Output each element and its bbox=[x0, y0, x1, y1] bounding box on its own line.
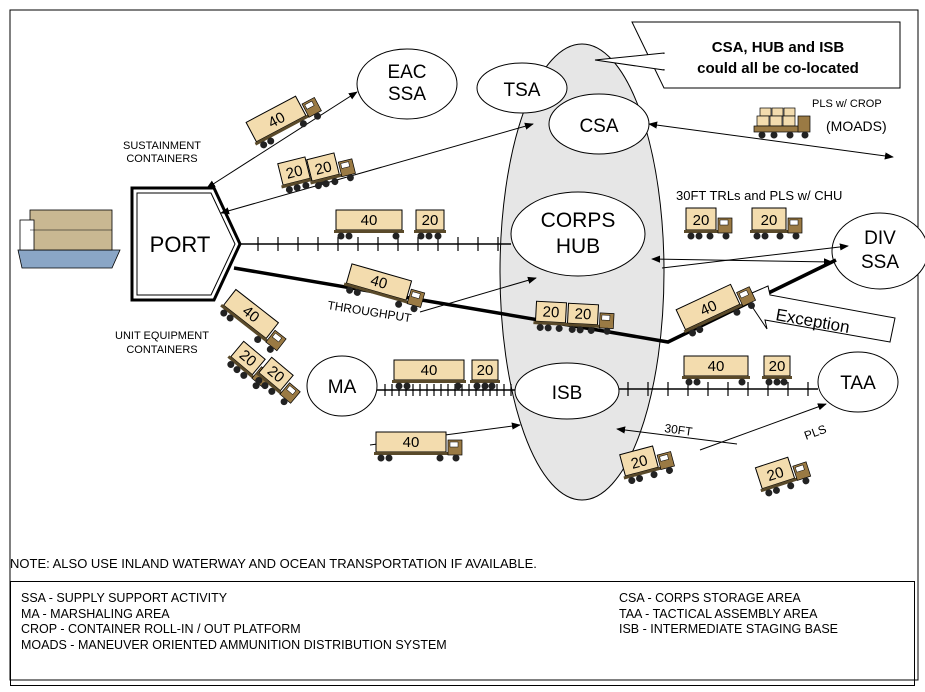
container-truck-40ft: 40 bbox=[220, 288, 287, 353]
eac-ssa-label-2: SSA bbox=[388, 84, 426, 105]
pls-label: PLS bbox=[802, 422, 828, 443]
div-ssa-node[interactable] bbox=[831, 212, 925, 290]
legend-item-ssa: SSA - SUPPLY SUPPORT ACTIVITY bbox=[21, 591, 228, 605]
container-truck-20ft: 20 bbox=[619, 445, 675, 485]
container-size-label: 20 bbox=[477, 362, 494, 379]
sustainment-label-1: SUSTAINMENT bbox=[123, 140, 201, 152]
container-size-label: 20 bbox=[574, 306, 592, 324]
container-truck-20ft: 20 bbox=[754, 456, 812, 497]
corps-hub-label-2: HUB bbox=[556, 235, 600, 258]
legend-item-taa: TAA - TACTICAL ASSEMBLY AREA bbox=[619, 606, 818, 621]
tsa-node[interactable] bbox=[476, 62, 568, 114]
trls-pls-chu-label: 30FT TRLs and PLS w/ CHU bbox=[676, 188, 842, 203]
corps-hub-label-1: CORPS bbox=[541, 209, 616, 232]
port-label: PORT bbox=[150, 232, 211, 257]
container-truck-20ft: 20 bbox=[533, 300, 568, 332]
container-size-label: 20 bbox=[693, 212, 710, 229]
container-size-label: 40 bbox=[265, 109, 288, 132]
colocation-callout: CSA, HUB and ISB could all be co-located bbox=[594, 21, 901, 89]
container-truck-20ft: 20 bbox=[470, 359, 500, 390]
taa-label: TAA bbox=[840, 373, 876, 394]
container-size-label: 20 bbox=[629, 452, 650, 473]
legend-right-column: CSA - CORPS STORAGE AREA TAA - TACTICAL … bbox=[619, 591, 838, 638]
container-size-label: 20 bbox=[284, 162, 304, 183]
callout-line2: could all be co-located bbox=[697, 60, 859, 77]
container-size-label: 20 bbox=[769, 358, 786, 375]
container-size-label: 40 bbox=[239, 303, 263, 327]
legend-item-isb: ISB - INTERMEDIATE STAGING BASE bbox=[619, 622, 839, 636]
diagram-frame bbox=[9, 9, 919, 681]
container-size-label: 40 bbox=[421, 362, 438, 379]
legend-item-crop: CROP - CONTAINER ROLL-IN / OUT PLATFORM bbox=[21, 622, 301, 636]
container-size-label: 20 bbox=[313, 158, 333, 179]
port-node[interactable]: PORT bbox=[130, 186, 242, 302]
container-size-label: 40 bbox=[697, 297, 719, 319]
div-ssa-label-2: SSA bbox=[861, 252, 899, 273]
container-size-label: 40 bbox=[403, 434, 420, 451]
exception-arrow: Exception bbox=[744, 285, 896, 343]
ma-label: MA bbox=[328, 377, 357, 398]
container-size-label: 20 bbox=[542, 304, 560, 322]
container-truck-20ft: 20 bbox=[565, 302, 615, 335]
abbreviation-legend: SSA - SUPPLY SUPPORT ACTIVITY MA - MARSH… bbox=[10, 581, 915, 686]
container-truck-20ft: 20 bbox=[277, 156, 327, 194]
unit-equipment-label-1: UNIT EQUIPMENT bbox=[115, 330, 209, 342]
container-size-label: 40 bbox=[368, 272, 389, 293]
unit-equipment-label-2: CONTAINERS bbox=[126, 344, 197, 356]
taa-node[interactable] bbox=[817, 351, 899, 413]
container-truck-40ft: 40 bbox=[682, 355, 750, 386]
container-size-label: 20 bbox=[761, 212, 778, 229]
container-truck-40ft: 40 bbox=[343, 263, 426, 313]
container-truck-40ft: 40 bbox=[675, 283, 757, 337]
container-truck-40ft: 40 bbox=[374, 431, 463, 462]
legend-item-ma: MA - MARSHALING AREA bbox=[21, 606, 170, 621]
thirty-ft-label: 30FT bbox=[664, 421, 694, 439]
ma-node[interactable] bbox=[306, 355, 378, 417]
note-text: NOTE: ALSO USE INLAND WATERWAY AND OCEAN… bbox=[10, 556, 537, 571]
pls-crop-label: PLS w/ CROP bbox=[812, 98, 882, 110]
legend-left-column: SSA - SUPPLY SUPPORT ACTIVITY MA - MARSH… bbox=[21, 591, 447, 653]
container-size-label: 20 bbox=[765, 464, 786, 485]
container-truck-20ft: 20 bbox=[762, 355, 792, 386]
tsa-label: TSA bbox=[504, 80, 541, 101]
csa-label: CSA bbox=[579, 116, 618, 137]
container-truck-40ft: 40 bbox=[334, 209, 404, 240]
container-truck-40ft: 40 bbox=[245, 95, 322, 149]
container-size-label: 20 bbox=[422, 212, 439, 229]
eac-ssa-node[interactable] bbox=[356, 48, 458, 120]
container-truck-20ft: 20 bbox=[414, 209, 446, 240]
sustainment-label-2: CONTAINERS bbox=[126, 153, 197, 165]
container-truck-20ft: 20 bbox=[684, 207, 733, 240]
moads-label: (MOADS) bbox=[826, 118, 887, 134]
div-ssa-label-1: DIV bbox=[864, 228, 896, 249]
isb-label: ISB bbox=[552, 383, 583, 404]
legend-item-moads: MOADS - MANEUVER ORIENTED AMMUNITION DIS… bbox=[21, 637, 447, 652]
corps-hub-node[interactable] bbox=[510, 191, 646, 277]
isb-node[interactable] bbox=[514, 362, 620, 420]
container-truck-40ft: 40 bbox=[392, 359, 466, 390]
container-truck-20ft: 20 bbox=[750, 207, 803, 240]
callout-line1: CSA, HUB and ISB bbox=[712, 39, 845, 56]
flow-arrows bbox=[206, 91, 894, 451]
container-size-label: 40 bbox=[361, 212, 378, 229]
pls-crop-truck-icon bbox=[753, 107, 811, 139]
legend-item-csa: CSA - CORPS STORAGE AREA bbox=[619, 591, 801, 605]
container-ship-icon bbox=[17, 209, 121, 269]
container-truck-20ft: 20 bbox=[255, 356, 301, 406]
container-size-label: 40 bbox=[708, 358, 725, 375]
container-truck-20ft: 20 bbox=[306, 152, 356, 190]
eac-ssa-label-1: EAC bbox=[387, 62, 426, 83]
